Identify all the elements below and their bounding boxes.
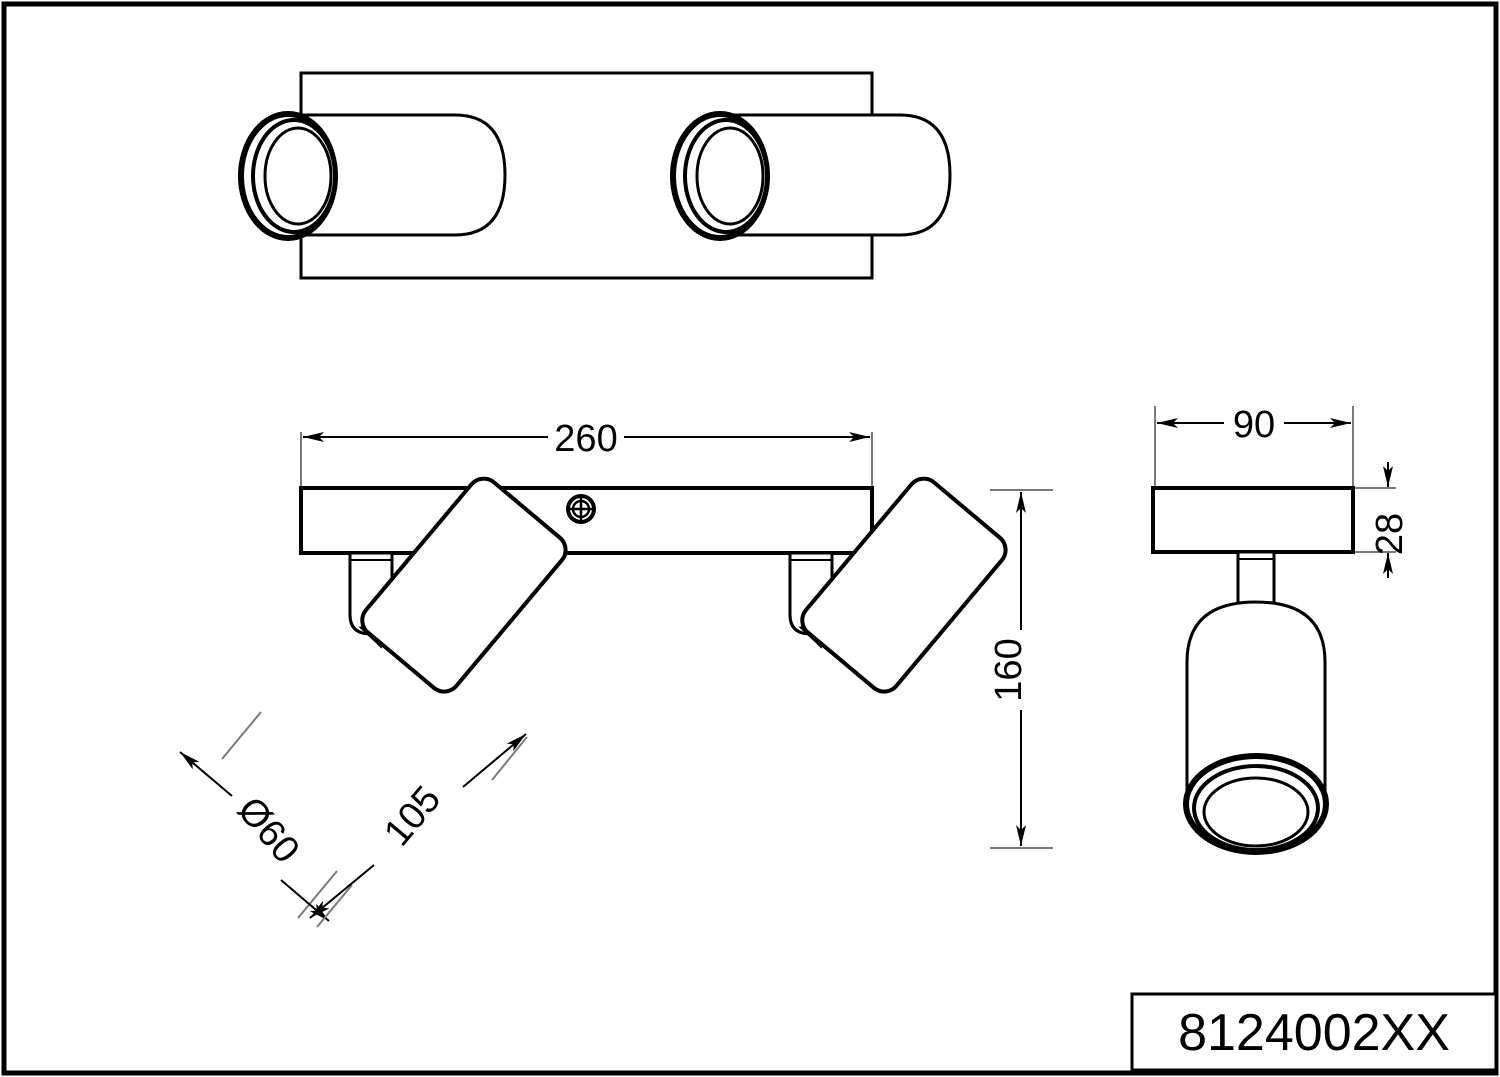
top-view-spot-left-body [283,113,507,237]
dimension-label-28: 28 [1369,513,1411,555]
title-block-part-number: 8124002XX [1178,1004,1450,1062]
side-view-bezel [1183,753,1329,855]
dimension-label-90: 90 [1233,404,1275,446]
front-view-spot-right-body [800,476,1008,694]
top-view-spot-right-aperture [695,126,765,226]
front-view-spot-left-body [360,476,568,694]
dimension-label-105: 105 [376,779,449,855]
dim-line-105-lower [309,864,375,919]
title-block-frame [1130,992,1498,1072]
ext-line-d60-a [221,711,262,760]
dimension-label-160: 160 [988,638,1030,701]
dim-line-d60-upper [179,751,233,797]
dimension-length-105: 105 [309,733,528,928]
front-view-spotlight-left [348,476,568,694]
dimension-width-260: 260 [300,418,873,492]
side-view: 90 28 [1151,404,1411,855]
dimension-height-160: 160 [988,489,1053,849]
top-view-spot-right-body [715,113,952,237]
front-view-spotlight-right [788,476,1008,694]
dimension-depth-90: 90 [1154,404,1354,492]
dimension-thickness-28: 28 [1353,462,1411,578]
side-view-base-plate [1151,486,1355,554]
title-block: 8124002XX [1130,992,1498,1072]
earth-symbol [566,494,596,524]
side-view-spot-body [1185,600,1327,802]
ext-line-105-a [316,884,353,928]
dimension-diameter-60: Ø60 [179,711,338,922]
dim-line-d60-lower [280,879,330,922]
dimension-label-diameter-60: Ø60 [229,789,307,871]
top-view-spotlight-right [670,111,952,241]
front-view: 260 [179,418,1053,928]
top-view-spotlight-left [238,111,507,241]
dimension-label-260: 260 [554,418,617,460]
side-view-aperture [1202,776,1310,848]
top-view [238,71,952,280]
ext-line-d60-b [297,870,338,919]
dim-line-105-upper [462,733,527,788]
top-view-spot-left-aperture [263,126,333,226]
